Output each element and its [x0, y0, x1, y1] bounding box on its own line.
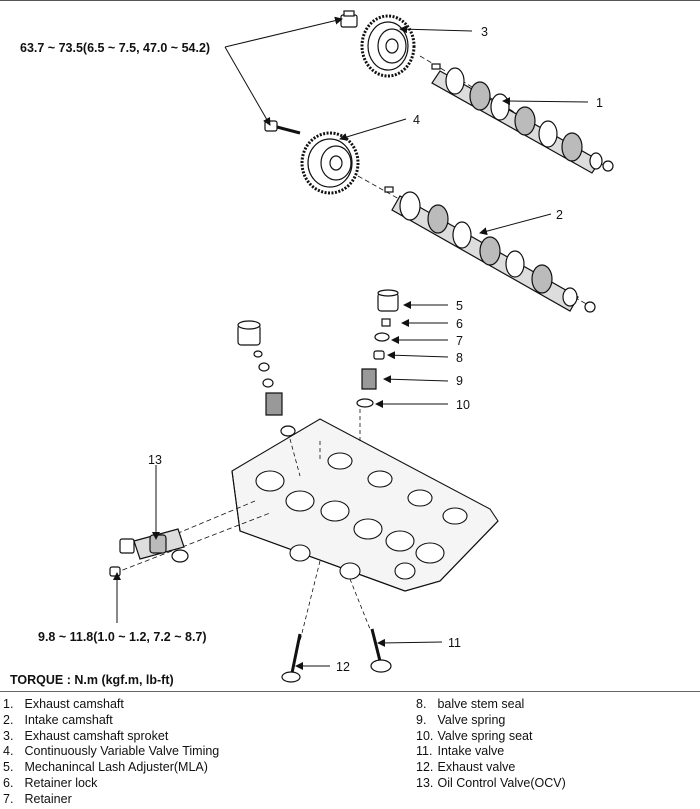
legend-item-number: 7.: [3, 791, 14, 806]
legend-item-text: Exhaust camshaft: [24, 697, 124, 711]
intake-camshaft-part: [357, 175, 596, 313]
legend-item-text: Exhaust valve: [437, 760, 516, 775]
legend-item: 9. Valve spring: [416, 713, 566, 729]
legend-item-number: 12.: [416, 760, 434, 775]
sprocket-bolt-torque-spec: 63.7 ~ 73.5(6.5 ~ 7.5, 47.0 ~ 54.2): [20, 41, 211, 55]
callout-12: 12: [336, 660, 350, 674]
legend-item-text: balve stem seal: [437, 697, 525, 711]
callout-5: 5: [456, 299, 463, 313]
callout-numbers: 1 2 3 4 5 6 7 8 9 10 11 12 13: [148, 25, 603, 674]
ocv-bolt-torque-spec: 9.8 ~ 11.8(1.0 ~ 1.2, 7.2 ~ 8.7): [38, 630, 207, 644]
exploded-view-diagram: 1 2 3 4 5 6 7 8 9 10 11 12 13 63.7 ~ 73.…: [0, 0, 700, 687]
callout-3: 3: [481, 25, 488, 39]
callout-13: 13: [148, 453, 162, 467]
legend-item: 5. Mechanincal Lash Adjuster(MLA): [3, 760, 219, 776]
torque-leader-lines: [113, 16, 343, 623]
legend-item-number: 13.: [416, 775, 434, 790]
legend-item-text: Retainer: [24, 791, 72, 806]
legend-item-text: Valve spring: [437, 712, 506, 727]
callout-8: 8: [456, 351, 463, 365]
legend-item-number: 4.: [3, 744, 14, 759]
legend-right-column: 8. balve stem seal 9. Valve spring 10. V…: [416, 697, 566, 792]
legend-item-number: 6.: [3, 775, 14, 790]
callout-11: 11: [448, 636, 461, 650]
legend-item-text: Mechanincal Lash Adjuster(MLA): [24, 760, 208, 775]
legend-item-number: 8.: [416, 697, 427, 711]
valves-part: [281, 560, 392, 683]
legend-item: 8. balve stem seal: [416, 697, 566, 713]
legend-item-number: 9.: [416, 712, 427, 727]
legend-item-text: Valve spring seat: [437, 728, 533, 743]
legend-item: 1. Exhaust camshaft: [3, 697, 219, 713]
exhaust-camshaft-sprocket-part: [340, 10, 416, 78]
callout-leaders: [152, 25, 589, 670]
legend-item: 3. Exhaust camshaft sproket: [3, 729, 219, 745]
cvvt-part: [264, 120, 360, 195]
legend-item: 4. Continuously Variable Valve Timing: [3, 744, 219, 760]
left-valve-train-stack: [237, 320, 296, 437]
cylinder-head-part: [231, 409, 499, 592]
legend-item: 11. Intake valve: [416, 744, 566, 760]
exhaust-camshaft-part: [419, 55, 614, 174]
callout-9: 9: [456, 374, 463, 388]
legend-left-column: 1. Exhaust camshaft 2. Intake camshaft 3…: [3, 697, 219, 808]
legend-item-text: Retainer lock: [24, 775, 98, 790]
legend-item: 12. Exhaust valve: [416, 760, 566, 776]
valve-train-stack: [356, 289, 399, 408]
legend-item-number: 2.: [3, 712, 14, 727]
callout-4: 4: [413, 113, 420, 127]
legend-item-number: 1.: [3, 697, 14, 711]
oil-control-valve-part: [109, 500, 271, 577]
callout-1: 1: [596, 96, 603, 110]
legend-item: 13. Oil Control Valve(OCV): [416, 776, 566, 792]
legend-item-text: Exhaust camshaft sproket: [24, 728, 169, 743]
diagram-drawing: 1 2 3 4 5 6 7 8 9 10 11 12 13: [109, 10, 614, 683]
callout-7: 7: [456, 334, 463, 348]
legend-item: 6. Retainer lock: [3, 776, 219, 792]
callout-10: 10: [456, 398, 470, 412]
legend-item-number: 3.: [3, 728, 14, 743]
legend-item: 2. Intake camshaft: [3, 713, 219, 729]
legend-item-text: Intake valve: [437, 744, 505, 759]
legend-item-text: Intake camshaft: [24, 712, 113, 727]
torque-units-title: TORQUE : N.m (kgf.m, lb-ft): [10, 673, 174, 687]
legend-item-text: Continuously Variable Valve Timing: [24, 744, 220, 759]
legend-item-number: 11.: [416, 744, 433, 759]
legend-item: 10. Valve spring seat: [416, 729, 566, 745]
callout-2: 2: [556, 208, 563, 222]
parts-legend: 1. Exhaust camshaft 2. Intake camshaft 3…: [0, 691, 700, 809]
legend-item: 7. Retainer: [3, 792, 219, 808]
legend-item-number: 10.: [416, 728, 434, 743]
legend-item-text: Oil Control Valve(OCV): [437, 775, 566, 790]
callout-6: 6: [456, 317, 463, 331]
legend-item-number: 5.: [3, 760, 14, 775]
